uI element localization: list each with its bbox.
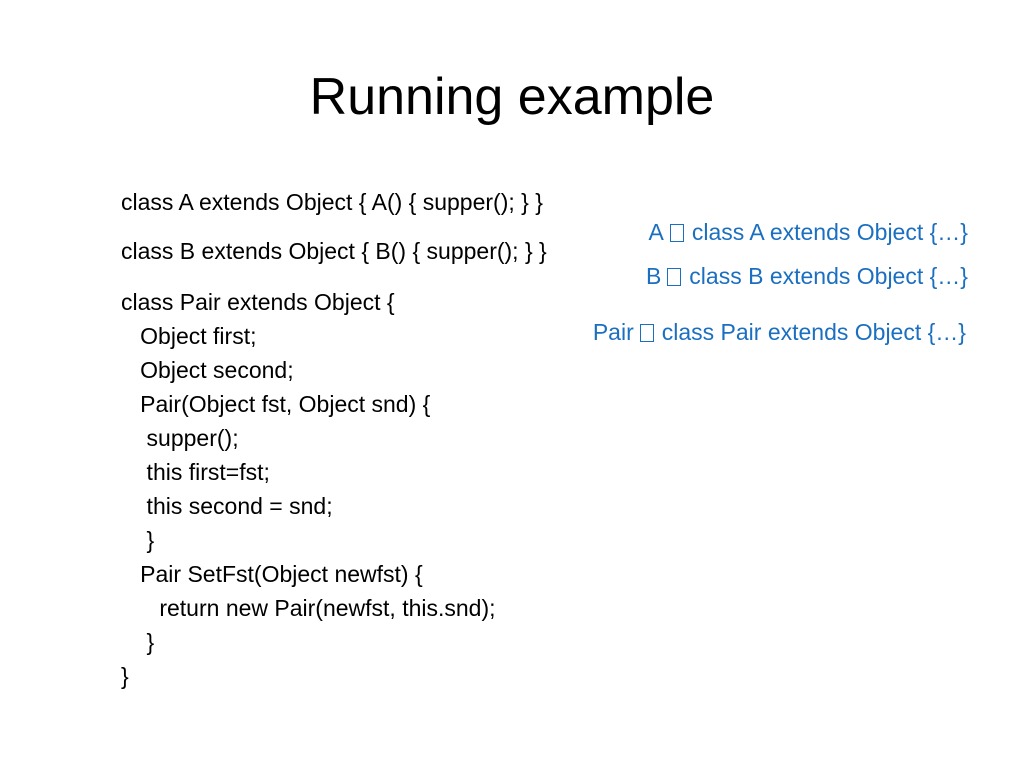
note-mapping-pair: Pair class Pair extends Object {…} bbox=[567, 287, 966, 377]
code-line-field-second: Object second; bbox=[121, 357, 294, 383]
code-line-assign-first: this first=fst; bbox=[121, 459, 270, 485]
code-line-constructor: Pair(Object fst, Object snd) { bbox=[121, 391, 431, 417]
note-target: class Pair extends Object {…} bbox=[661, 319, 966, 345]
note-name: A bbox=[648, 219, 664, 245]
code-line-assign-second: this second = snd; bbox=[121, 493, 333, 519]
code-line-supper-call: supper(); bbox=[121, 425, 239, 451]
slide-title: Running example bbox=[309, 68, 715, 126]
missing-glyph-box-icon bbox=[667, 268, 682, 286]
note-target: class B extends Object {…} bbox=[689, 263, 968, 289]
code-line-field-first: Object first; bbox=[121, 323, 257, 349]
note-target: class A extends Object {…} bbox=[691, 219, 968, 245]
note-name: B bbox=[645, 263, 662, 289]
code-line-setfst-close: } bbox=[121, 629, 155, 655]
code-line-class-pair: class Pair extends Object { bbox=[121, 289, 395, 315]
code-line-setfst: Pair SetFst(Object newfst) { bbox=[121, 561, 423, 587]
code-line-return: return new Pair(newfst, this.snd); bbox=[121, 595, 496, 621]
missing-glyph-box-icon bbox=[639, 324, 654, 342]
code-line-class-a: class A extends Object { A() { supper();… bbox=[121, 189, 543, 215]
code-line-class-close: } bbox=[121, 663, 129, 689]
missing-glyph-box-icon bbox=[669, 224, 684, 242]
code-line-class-b: class B extends Object { B() { supper();… bbox=[121, 238, 547, 264]
code-line-constructor-close: } bbox=[121, 527, 155, 553]
note-name: Pair bbox=[592, 319, 634, 345]
